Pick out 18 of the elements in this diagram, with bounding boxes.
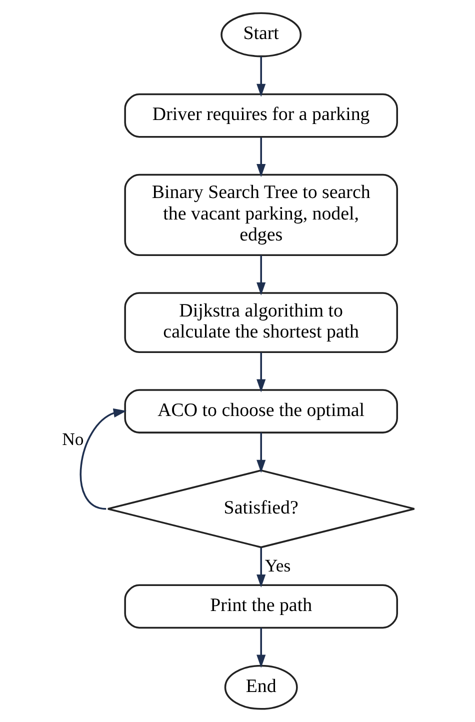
node-box: Dijkstra algorithim to calculate the shortest path: [124, 292, 398, 354]
node-ellipse: Start: [220, 12, 302, 58]
arrow: [256, 352, 266, 392]
edge-label: Yes: [264, 556, 290, 576]
arrow: [256, 548, 266, 588]
arrow: [256, 255, 266, 296]
arrow: [256, 56, 266, 97]
node-box: Driver requires for a parking: [124, 93, 398, 138]
node-box: ACO to choose the optimal: [124, 389, 398, 434]
edge-label: No: [62, 428, 84, 449]
arrow: [79, 408, 126, 510]
arrow: [256, 432, 266, 473]
node-ellipse: End: [224, 664, 298, 710]
node-box: Binary Search Tree to search the vacant parking, nodel, edges: [124, 174, 398, 256]
node-box: Print the path: [124, 584, 398, 629]
arrow: [256, 137, 266, 178]
arrow: [256, 628, 266, 668]
node-diamond: Satisfied?: [106, 469, 415, 548]
